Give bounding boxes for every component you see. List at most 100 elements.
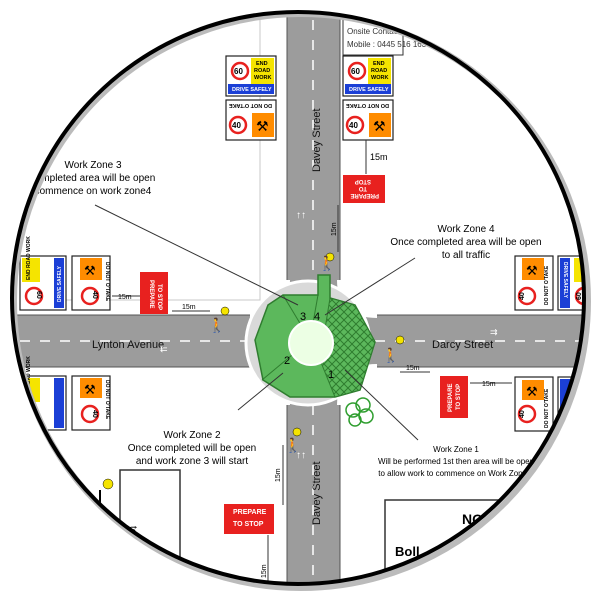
wz2-line1: Work Zone 2: [163, 430, 220, 441]
traffic-controller-west: 🚶: [208, 306, 230, 334]
worker-figure-icon: 🚶: [208, 317, 225, 334]
bollards-heading: Boll: [395, 544, 420, 559]
prepare-to-stop-west: PREPARE TO STOP: [140, 272, 168, 314]
prepare-to-stop-east: PREPARE TO STOP: [440, 376, 468, 418]
end-road-work-line1: END: [373, 61, 385, 67]
leader-line-wz3: [94, 204, 299, 306]
prepare-vertical: PREPARE: [448, 383, 454, 412]
leader-line-wz1: [344, 369, 419, 441]
onsite-contact-title: Onsite Contact: [347, 27, 401, 36]
end-road-work-line3: WORK: [254, 75, 271, 81]
speed-sign-40: 40: [519, 292, 526, 300]
wz1-line1: Work Zone 1: [433, 445, 479, 454]
speed-sign-60: 60: [35, 291, 42, 299]
distance-15m: 15m: [182, 304, 196, 311]
wz4-line1: Work Zone 4: [437, 224, 494, 235]
wz2-line2: Once completed will be open: [128, 443, 256, 454]
onsite-contact-mobile: Mobile : 0445 516 163: [347, 40, 427, 49]
wz2-line3: and work zone 3 will start: [136, 456, 248, 467]
wz1-line2: Will be performed 1st then area will be …: [378, 457, 534, 466]
worker-figure-icon: 🚶: [284, 437, 301, 454]
distance-15m: 15m: [331, 222, 338, 236]
do-not-overtake-label: DO NOT O'TAKE: [229, 102, 272, 108]
speed-sign-40: 40: [91, 291, 98, 299]
sign-group-east-top: ⚒ 40 DO NOT O'TAKE DRIVE SAFELY 60: [514, 255, 583, 311]
prepare-line1: PREPARE: [233, 509, 267, 516]
prepare-line1: PREPARE: [350, 192, 379, 198]
end-road-work-line3: WORK: [371, 75, 388, 81]
worker-icon: ⚒: [84, 382, 96, 397]
worker-icon: ⚒: [256, 118, 269, 134]
zone-number-2: 2: [284, 355, 290, 367]
worker-icon: ⚒: [84, 263, 96, 278]
speed-sign-60: 60: [351, 67, 360, 76]
worker-icon: ⚒: [526, 384, 538, 399]
do-not-overtake-vertical: DO NOT O'TAKE: [544, 265, 550, 305]
sign-group-north-right: 60 END ROAD WORK DRIVE SAFELY DO NOT O'T…: [342, 55, 394, 141]
do-not-overtake-vertical: DO NOT O'TAKE: [544, 388, 550, 428]
drive-safely-vertical: DRIVE SAFELY: [562, 262, 568, 299]
traffic-controller-south: 🚶: [284, 427, 301, 454]
road-arrow: ↑↑: [296, 450, 306, 461]
end-road-work-vertical: END ROAD WORK: [26, 356, 32, 400]
distance-15m: 15m: [261, 564, 268, 578]
tree-icon: [345, 397, 374, 427]
speed-sign-40: 40: [232, 121, 241, 130]
wz3-line1: Work Zone 3: [64, 160, 121, 171]
road-arrow: ⇇: [160, 344, 168, 354]
prepare-line3: STOP: [355, 178, 371, 184]
street-name-west: Lynton Avenue: [92, 339, 164, 351]
wz4-line2: Once completed area will be open: [390, 237, 541, 248]
leader-line-wz2: [237, 372, 284, 411]
prepare-vertical: PREPARE: [148, 280, 154, 309]
sign-group-southwest: END ROAD WORK ⚒ 40 DO NOT O'TAKE: [19, 356, 111, 431]
prepare-vertical-2: TO STOP: [156, 284, 162, 310]
zone-number-4: 4: [314, 311, 320, 323]
street-name-north: Davey Street: [311, 108, 323, 172]
speed-sign-40: 40: [519, 410, 526, 418]
annotation-work-zone-2: Work Zone 2 Once completed will be open …: [128, 430, 256, 467]
drive-safely-label: DRIVE SAFELY: [232, 87, 272, 93]
wz4-line3: to all traffic: [442, 250, 490, 261]
wz3-line3: commence on work zone4: [35, 186, 152, 197]
viewport-circle-border: [10, 10, 586, 586]
prepare-line2: TO STOP: [233, 521, 264, 528]
road-arrow: ↑↑: [296, 210, 306, 221]
do-not-overtake-vertical: DO NOT O'TAKE: [104, 380, 110, 420]
zone-number-3: 3: [300, 311, 306, 323]
distance-15m: 15m: [370, 152, 388, 162]
end-road-work-vertical: END ROAD WORK: [26, 236, 32, 280]
distance-15m: 15m: [482, 381, 496, 388]
worker-icon: ⚒: [373, 118, 386, 134]
leader-line-wz4: [324, 257, 416, 316]
speed-sign-60: 60: [234, 67, 243, 76]
do-not-overtake-label: DO NOT O'TAKE: [346, 102, 389, 108]
annotation-work-zone-4: Work Zone 4 Once completed area will be …: [390, 224, 541, 261]
annotation-work-zone-1: Work Zone 1 Will be performed 1st then a…: [378, 445, 534, 478]
roundabout-centre: [288, 320, 334, 366]
do-not-overtake-vertical: DO NOT O'TAKE: [104, 262, 110, 302]
wz3-line2: completed area will be open: [31, 173, 156, 184]
sign-group-north-left: 60 END ROAD WORK DRIVE SAFELY DO NOT O'T…: [225, 55, 277, 141]
distance-15m: 15m: [406, 365, 420, 372]
speed-sign-40: 40: [91, 410, 98, 418]
street-name-south: Davey Street: [311, 461, 323, 525]
worker-figure-icon: 🚶: [382, 347, 399, 364]
sign-group-west: END ROAD WORK DRIVE SAFELY 60 ⚒ 40 DO NO…: [19, 236, 111, 311]
prepare-to-stop-north: PREPARE TO STOP: [343, 175, 385, 203]
wz1-line3: to allow work to commence on Work Zone 2: [378, 469, 534, 478]
worker-icon: ⚒: [526, 263, 538, 278]
end-road-work-line1: END: [256, 61, 268, 67]
traffic-controller-east: 🚶: [382, 335, 405, 364]
end-road-work-line2: ROAD: [371, 68, 387, 74]
road-arrow: ⇉: [490, 327, 498, 337]
traffic-controller-north: 🚶: [318, 252, 335, 272]
speed-sign-60: 60: [576, 292, 583, 300]
end-road-work-line2: ROAD: [254, 68, 270, 74]
zone-number-1: 1: [328, 369, 334, 381]
speed-sign-40: 40: [349, 121, 358, 130]
prepare-to-stop-south: PREPARE TO STOP: [224, 504, 274, 534]
drive-safely-vertical: DRIVE SAFELY: [57, 265, 63, 302]
